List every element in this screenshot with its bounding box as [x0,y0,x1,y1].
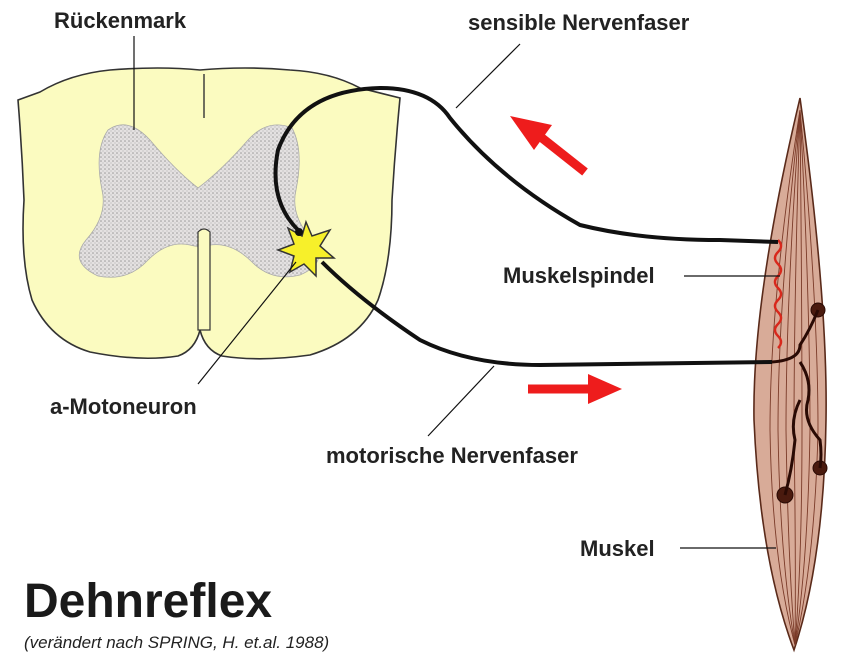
synapse-dot [295,228,303,236]
motor-direction-arrow [528,374,622,404]
label-rueckenmark: Rückenmark [54,8,187,33]
label-muskelspindel: Muskelspindel [503,263,655,288]
spinal-cord [18,68,400,359]
sensory-direction-arrow [510,116,585,172]
diagram-title: Dehnreflex [24,575,272,628]
central-canal [198,229,210,330]
leader-sensible [456,44,520,108]
muscle [754,98,827,650]
leader-motorische [428,366,494,436]
label-sensible-nervenfaser: sensible Nervenfaser [468,10,690,35]
label-a-motoneuron: a-Motoneuron [50,394,197,419]
label-muskel: Muskel [580,536,655,561]
label-motorische-nervenfaser: motorische Nervenfaser [326,443,578,468]
source-credit: (verändert nach SPRING, H. et.al. 1988) [24,633,329,652]
